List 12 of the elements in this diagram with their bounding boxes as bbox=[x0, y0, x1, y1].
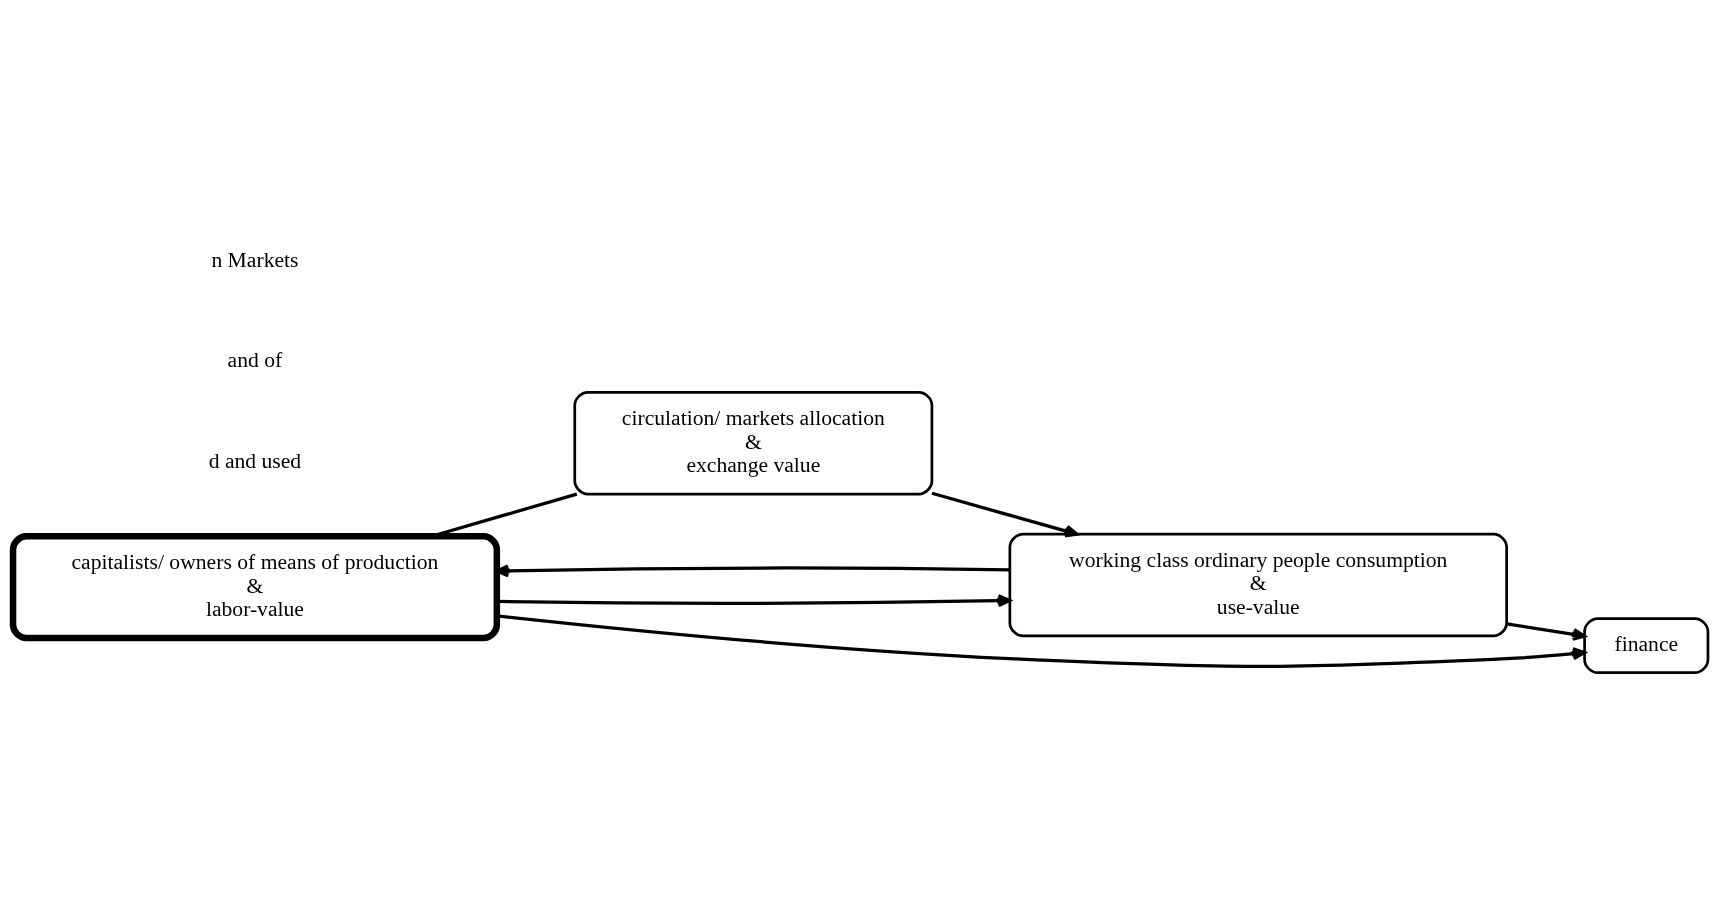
node-box: finance bbox=[1583, 617, 1710, 675]
arrow bbox=[497, 594, 1012, 608]
connector bbox=[431, 492, 578, 538]
arrow bbox=[495, 564, 1010, 578]
node-box: working class ordinary people consumption & use-value bbox=[1008, 532, 1508, 638]
label: and of bbox=[227, 348, 283, 373]
label: d and used bbox=[208, 449, 302, 474]
arrow bbox=[931, 491, 1079, 538]
arrow bbox=[1506, 622, 1586, 641]
node-box: circulation/ markets allocation & exchange value bbox=[573, 391, 934, 496]
label: n Markets bbox=[211, 247, 299, 272]
node-box: capitalists/ owners of means of production & labor-value bbox=[9, 533, 501, 642]
